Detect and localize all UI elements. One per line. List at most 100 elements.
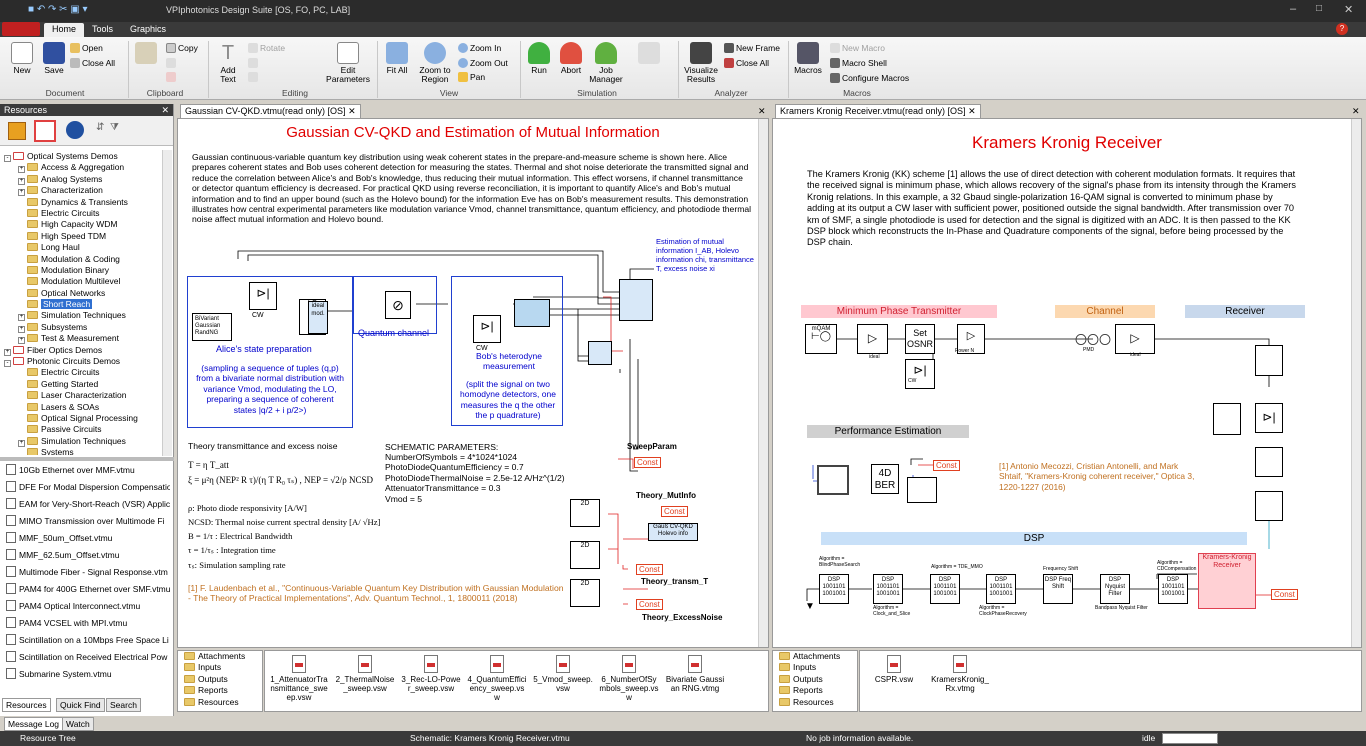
application-menu-button[interactable] [2, 22, 40, 36]
doc-pane-close-icon[interactable]: ✕ [1352, 106, 1360, 116]
photodiode-block[interactable] [1213, 403, 1241, 435]
tab-home[interactable]: Home [44, 23, 85, 37]
tree-item[interactable]: +Characterization [4, 185, 160, 197]
attachment-file[interactable]: 2_ThermalNoise_sweep.vsw [335, 655, 395, 693]
tab-resources[interactable]: Resources [2, 698, 51, 712]
electrical-filter-block[interactable] [1255, 447, 1283, 477]
analyzer-close-all-button[interactable]: Close All [724, 58, 769, 68]
minimize-icon[interactable]: – [1290, 3, 1297, 15]
tab-tools[interactable]: Tools [92, 24, 114, 34]
file-item[interactable]: PAM4 Optical Interconnect.vtmu [0, 598, 170, 615]
tree-item[interactable]: Modulation & Coding [4, 254, 160, 265]
paste-button[interactable] [132, 42, 160, 66]
tree-item[interactable]: -Optical Systems Demos [4, 151, 160, 162]
attachment-file[interactable]: 1_AttenuatorTransmittance_sweep.vsw [269, 655, 329, 702]
align-grid-button[interactable] [248, 72, 260, 82]
set-osnr-block[interactable]: Set OSNR [905, 324, 935, 354]
tree-item[interactable]: Electric Circuits [4, 208, 160, 219]
copy-button[interactable]: Copy [166, 43, 198, 53]
tree-item[interactable]: Passive Circuits [4, 424, 160, 435]
file-item[interactable]: Multimode Fiber - Signal Response.vtm [0, 564, 170, 581]
expand-icon[interactable]: + [18, 189, 25, 197]
file-item[interactable]: PAM4 VCSEL with MPI.vtmu [0, 615, 170, 632]
mqam-transmitter-block[interactable]: mQAM⊢◯ [805, 324, 837, 354]
gauss-holevo-block[interactable]: Gauß CV-QKD Holevo info [648, 523, 698, 541]
tree-item[interactable]: Modulation Multilevel [4, 276, 160, 287]
expand-icon[interactable]: + [18, 314, 25, 322]
attenuator-block[interactable]: ⊘ [385, 291, 411, 319]
cosimulation-button[interactable] [626, 42, 672, 66]
kk-plot-2d-block[interactable] [907, 477, 937, 503]
run-button[interactable]: Run [524, 42, 554, 75]
tree-scrollbar[interactable] [162, 150, 172, 456]
save-button[interactable]: Save [40, 42, 68, 75]
file-item[interactable]: MIMO Transmission over Multimode Fi [0, 513, 170, 530]
const-transm[interactable]: Const [636, 564, 663, 575]
const-excess[interactable]: Const [636, 599, 663, 610]
doc-tab-gaussian-cvqkd[interactable]: Gaussian CV-QKD.vtmu(read only) [OS] ✕ [180, 104, 361, 118]
tree-item[interactable]: High Speed TDM [4, 231, 160, 242]
attachment-file[interactable]: Bivariate Gaussian RNG.vtmg [665, 655, 725, 693]
dsp-block[interactable]: DSP 1001101 1001001 [1158, 574, 1188, 604]
file-item[interactable]: 10Gb Ethernet over MMF.vtmu [0, 462, 170, 479]
tree-item[interactable]: +Simulation Techniques [4, 310, 160, 322]
delete-button[interactable] [166, 72, 178, 82]
plot-2d-mutinfo[interactable]: 2D [570, 499, 600, 527]
quick-access-toolbar[interactable]: ■ ↶ ↷ ✂ ▣ ▾ [28, 4, 88, 15]
tab-search[interactable]: Search [106, 698, 141, 712]
attachment-file[interactable]: 5_Vmod_sweep.vsw [533, 655, 593, 693]
file-item[interactable]: PAM4 for 400G Ethernet over SMF.vtmu [0, 581, 170, 598]
tree-item[interactable]: +Test & Measurement [4, 333, 160, 345]
expand-icon[interactable]: + [18, 325, 25, 333]
tab-message-log[interactable]: Message Log [4, 717, 64, 731]
maximize-icon[interactable]: □ [1316, 3, 1323, 14]
help-icon[interactable]: ? [1336, 23, 1348, 35]
edit-parameters-button[interactable]: Edit Parameters [326, 42, 370, 84]
cw-laser-block[interactable]: ⊳| [249, 282, 277, 310]
tx-amplifier-block[interactable]: ▷ [857, 324, 888, 354]
attachment-folder[interactable]: Inputs [773, 662, 857, 673]
const-kk[interactable]: Const [1271, 589, 1298, 600]
tree-item[interactable]: Long Haul [4, 242, 160, 253]
library-icon[interactable] [8, 122, 26, 140]
sort-icon[interactable]: ⇵ [96, 122, 105, 133]
file-item[interactable]: Scintillation on Received Electrical Pow [0, 649, 170, 666]
plot-2d-excess[interactable]: 2D [570, 579, 600, 607]
adc-block[interactable] [1255, 491, 1283, 521]
optical-filter-block[interactable] [1255, 345, 1283, 376]
ideal-mod-block[interactable]: ideal mod. [308, 301, 328, 334]
cut-button[interactable] [166, 58, 178, 68]
mirror-h-button[interactable] [248, 58, 260, 68]
tree-item[interactable]: Laser Characterization [4, 390, 160, 401]
dsp-block[interactable]: DSP 1001101 1001001 [819, 574, 849, 604]
schematic-kramers-kronig[interactable]: Kramers Kronig Receiver The Kramers Kron… [772, 118, 1362, 648]
zoom-out-button[interactable]: Zoom Out [458, 58, 508, 68]
attachment-folder[interactable]: Inputs [178, 662, 262, 673]
open-button[interactable]: Open [70, 43, 103, 53]
schematic-gaussian-cvqkd[interactable]: Gaussian CV-QKD and Estimation of Mutual… [177, 118, 769, 648]
tree-item[interactable]: +Subsystems [4, 322, 160, 333]
tab-quick-find[interactable]: Quick Find [56, 698, 105, 712]
tree-item[interactable]: Getting Started [4, 379, 160, 390]
attachment-folder[interactable]: Reports [178, 685, 262, 696]
decision-block[interactable] [817, 465, 849, 495]
expand-icon[interactable]: + [18, 337, 25, 345]
file-item[interactable]: MMF_50um_Offset.vtmu [0, 530, 170, 547]
user-icon[interactable] [66, 121, 84, 139]
attachment-file[interactable]: 4_QuantumEfficiency_sweep.vsw [467, 655, 527, 702]
heterodyne-detector-block[interactable] [514, 299, 550, 327]
zoom-in-button[interactable]: Zoom In [458, 43, 501, 53]
expand-icon[interactable]: + [18, 177, 25, 185]
close-icon[interactable]: ✕ [1344, 4, 1354, 16]
dsp-block[interactable]: DSP Nyquist Filter [1100, 574, 1130, 604]
tree-item[interactable]: Optical Networks [4, 288, 160, 299]
const-sweep[interactable]: Const [634, 457, 661, 468]
expand-icon[interactable]: - [4, 360, 11, 368]
dsp-block[interactable]: DSP 1001101 1001001 [873, 574, 903, 604]
tab-close-icon[interactable]: ✕ [968, 106, 976, 116]
expand-icon[interactable]: + [18, 439, 25, 447]
attachment-file[interactable]: 6_NumberOfSymbols_sweep.vsw [599, 655, 659, 702]
bob-cw-laser-block[interactable]: ⊳| [473, 315, 501, 343]
dsp-block[interactable]: DSP 1001101 1001001 [986, 574, 1016, 604]
